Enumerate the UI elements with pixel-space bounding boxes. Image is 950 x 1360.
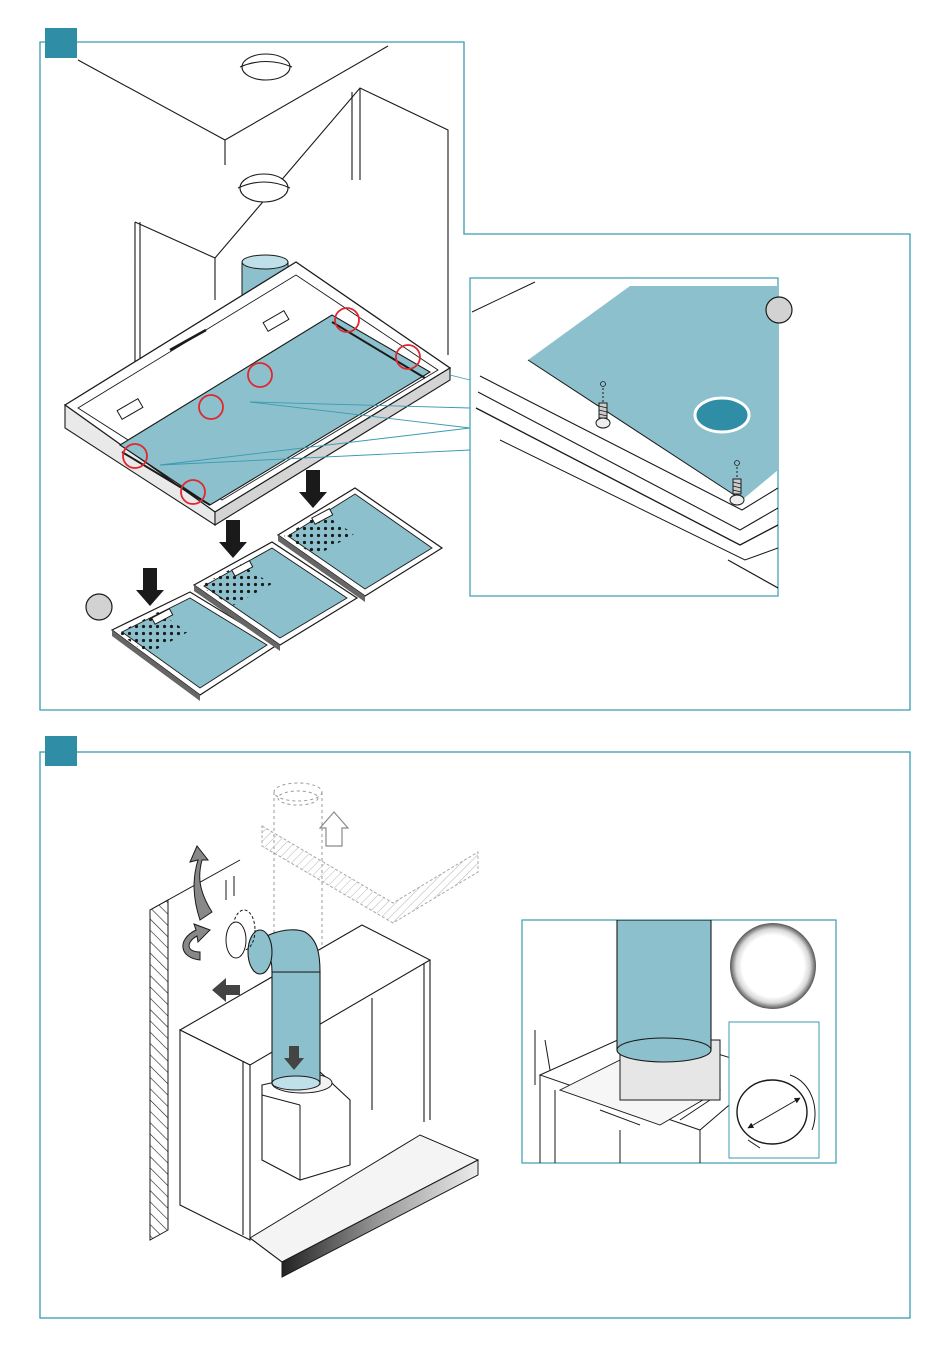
callout-a [86, 594, 112, 620]
step-1-marker [45, 28, 77, 58]
cabinet-top-hole-lower [240, 174, 288, 202]
ghost-horizontal-duct [262, 826, 478, 923]
callout-b [766, 297, 792, 323]
zoom-inset-duct [522, 920, 836, 1163]
inset-duct-pipe [617, 920, 711, 1050]
step-2-marker [45, 736, 77, 766]
curved-arrow-icon [190, 846, 212, 920]
zoom-inset-screws [470, 278, 778, 596]
duct-ring-detail [730, 923, 816, 1009]
down-arrow-icon [136, 568, 164, 606]
up-arrow-icon [320, 812, 348, 846]
cabinet-top-hole-upper [242, 54, 290, 80]
step-1-figure [40, 28, 910, 710]
down-arrow-icon [299, 470, 327, 508]
rotate-arrow-icon [183, 924, 210, 960]
down-arrow-icon [219, 520, 247, 558]
oval-opening [695, 398, 749, 432]
cooker-hood [65, 262, 450, 525]
duct-section-detail [729, 1022, 819, 1158]
step-2-figure [40, 736, 910, 1318]
